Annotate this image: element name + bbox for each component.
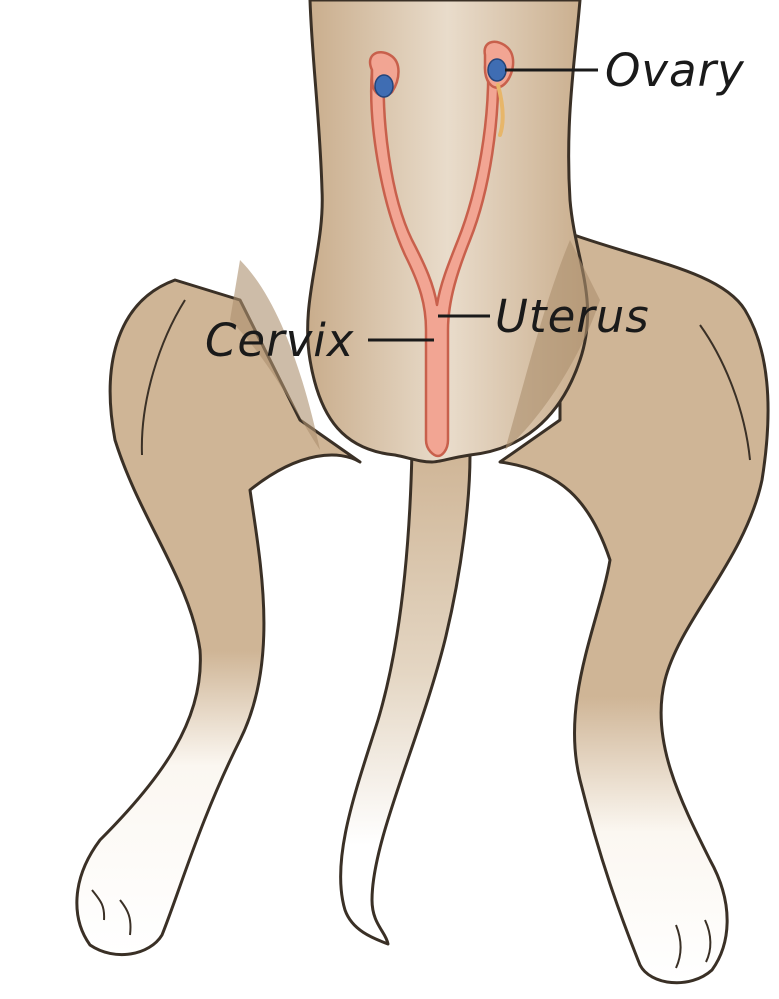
- tail: [341, 450, 470, 944]
- uterus-label: Uterus: [495, 294, 650, 339]
- ovary-label: Ovary: [605, 48, 745, 93]
- left-ovary: [375, 75, 393, 97]
- right-ovary: [488, 59, 506, 81]
- cervix-label: Cervix: [205, 318, 354, 363]
